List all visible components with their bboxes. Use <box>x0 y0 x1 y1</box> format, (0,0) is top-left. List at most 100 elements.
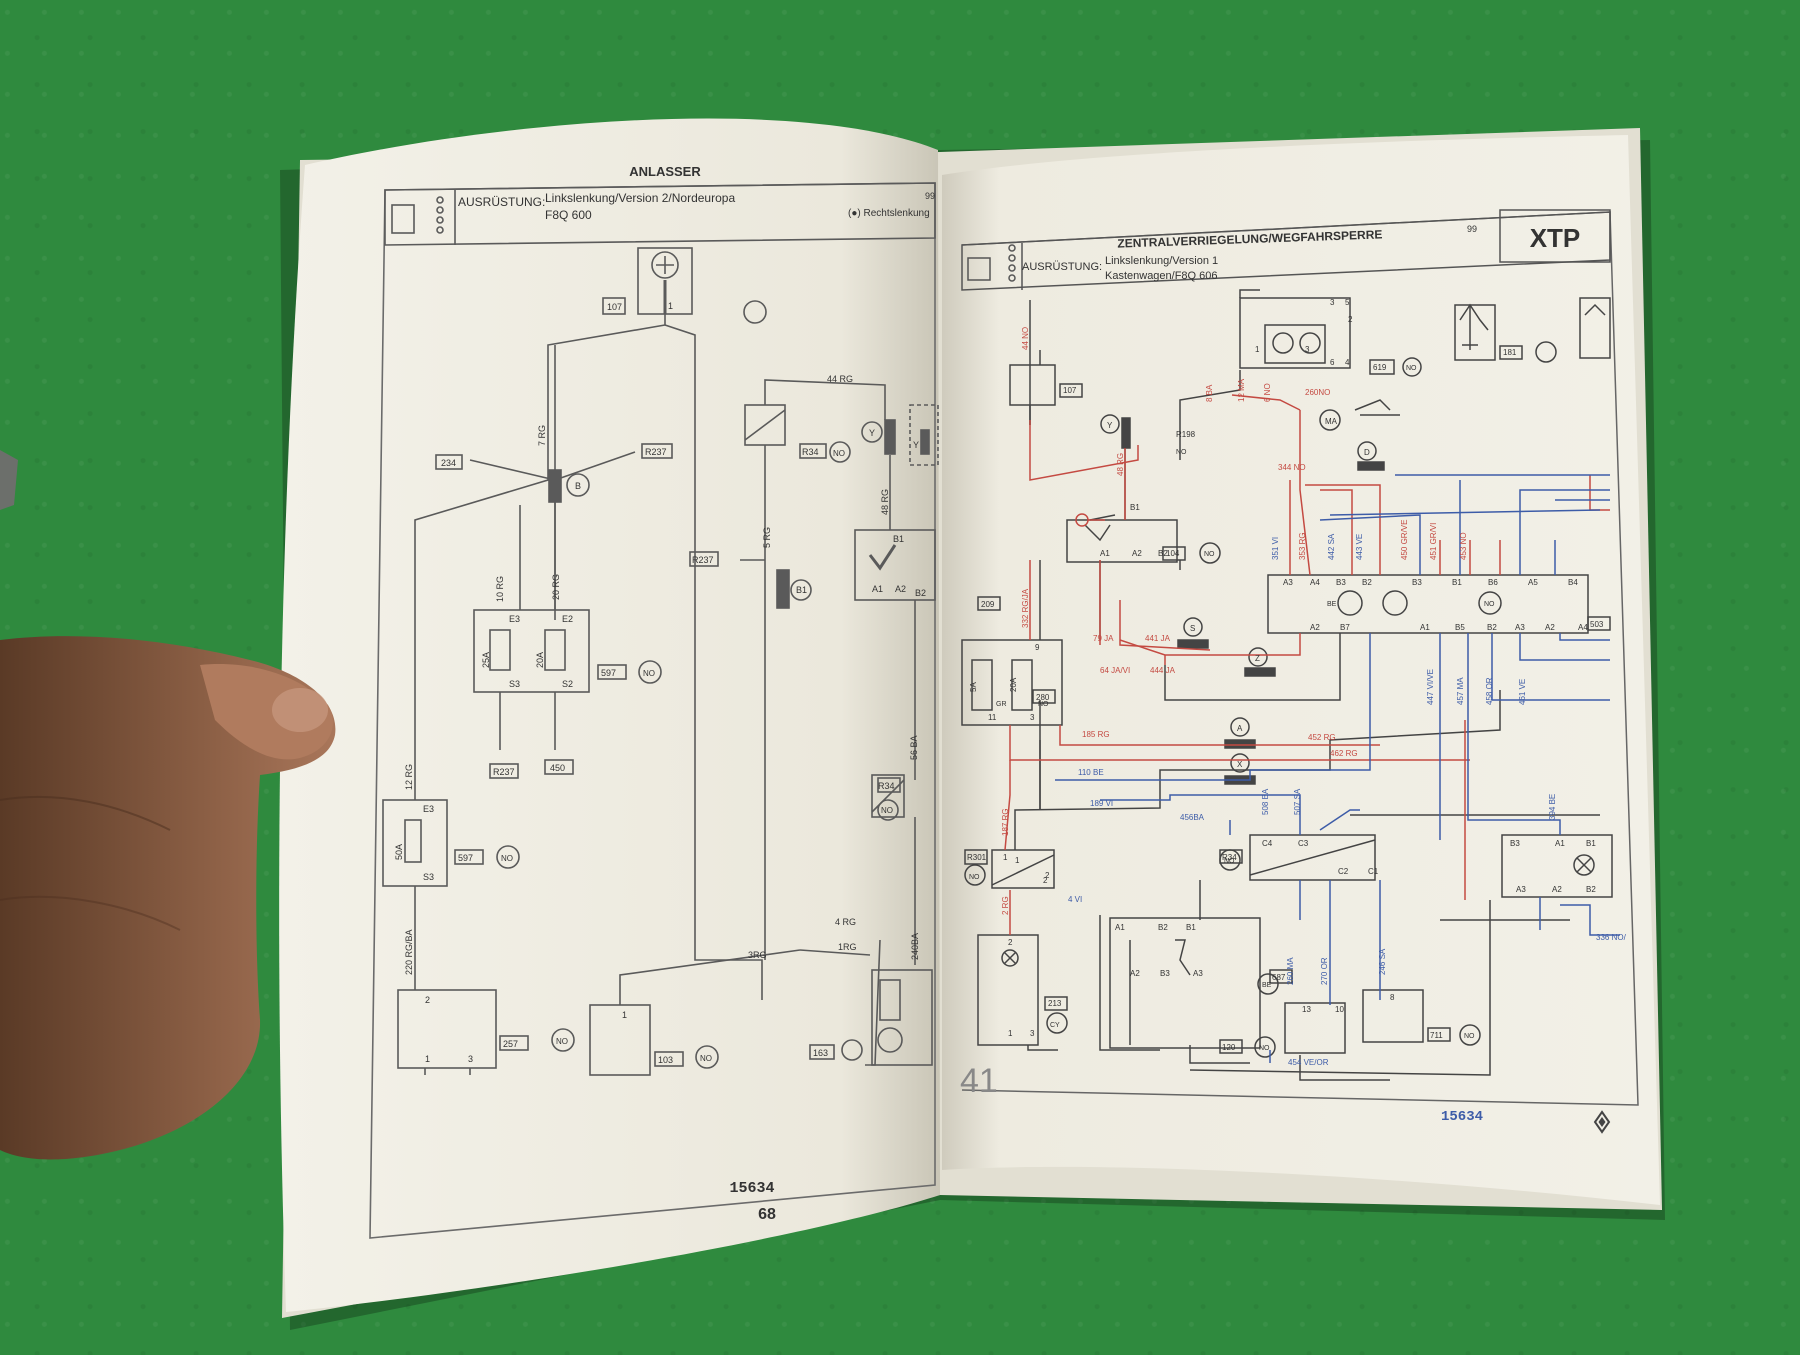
wire-458: 458 OR <box>1485 677 1494 705</box>
connector-y: Y <box>1107 421 1113 430</box>
label-gr: GR <box>996 701 1007 708</box>
wire-12rg: 12 RG <box>404 764 414 790</box>
pin-4: 4 <box>1345 358 1350 367</box>
label-r237-b: R237 <box>692 555 714 565</box>
label-ma: MA <box>1325 417 1338 426</box>
handwritten-page-number: 41 <box>960 1062 998 1100</box>
edge-object <box>0 450 18 510</box>
label-r301: R301 <box>967 853 987 862</box>
left-ausruestung-line1: Linkslenkung/Version 2/Nordeuropa <box>545 191 735 205</box>
pin-b2-c: B2 <box>1586 885 1596 894</box>
pin-b3-b: B3 <box>1412 578 1422 587</box>
fuse-s3-b: S3 <box>423 872 434 882</box>
pin-a2-c: A2 <box>1552 885 1562 894</box>
right-diagram: MA <box>961 209 1639 1106</box>
fuse-e3-b: E3 <box>423 804 434 814</box>
fuse-5a: 5A <box>969 682 978 692</box>
wire-344no: 344 NO <box>1278 463 1306 472</box>
pin-a1-c: A1 <box>1555 839 1565 848</box>
label-no-4: NO <box>1484 601 1495 608</box>
left-ausruestung-line2: F8Q 600 <box>545 208 592 222</box>
wire-336no: 336 NO/ <box>1596 933 1627 942</box>
left-doc-number: 15634 <box>729 1180 774 1197</box>
pin-3: 3 <box>468 1054 473 1064</box>
key-b1: B1 <box>1186 923 1196 932</box>
pin-1-c: 1 <box>668 301 673 311</box>
wire-462rg: 462 RG <box>1330 749 1358 758</box>
switch-a2: A2 <box>895 584 906 594</box>
pin-2-b: 2 <box>1008 938 1013 947</box>
wire-240ba: 240BA <box>910 933 920 960</box>
label-no-8: NO <box>1464 1033 1475 1040</box>
wire-44no: 44 NO <box>1021 327 1030 350</box>
fuse-20a: 20A <box>535 652 545 668</box>
wire-442: 442 SA <box>1327 533 1336 560</box>
wire-12ma: 12 MA <box>1237 378 1246 402</box>
wire-2rg: 2 RG <box>1001 896 1010 915</box>
switch-a2: A2 <box>1132 549 1142 558</box>
label-181: 181 <box>1503 348 1517 357</box>
pin-11: 11 <box>988 713 997 722</box>
label-711: 711 <box>1430 1031 1443 1040</box>
pin-b6: B6 <box>1488 578 1498 587</box>
left-diagram <box>369 182 939 1239</box>
fuse-s2: S2 <box>562 679 573 689</box>
pin-b1-c: B1 <box>1586 839 1596 848</box>
connector-a: A <box>1237 724 1243 733</box>
wire-48rg: 48 RG <box>1116 453 1125 476</box>
pin-2: 2 <box>425 995 430 1005</box>
wire-443: 443 VE <box>1355 534 1364 560</box>
right-doc-number: 15634 <box>1441 1109 1483 1125</box>
wire-508ba: 508 BA <box>1261 788 1270 815</box>
wire-56ba: 56 BA <box>909 735 919 760</box>
wire-10rg: 10 RG <box>495 576 505 602</box>
left-ausruestung-label: AUSRÜSTUNG: <box>458 195 545 209</box>
pin-1-b: 1 <box>622 1010 627 1020</box>
wire-447: 447 VI/VE <box>1426 669 1435 705</box>
wire-189vi: 189 VI <box>1090 799 1113 808</box>
label-213: 213 <box>1048 999 1062 1008</box>
right-page[interactable] <box>942 135 1660 1205</box>
pin-a3: A3 <box>1283 578 1293 587</box>
right-ausruestung-label: AUSRÜSTUNG: <box>1022 261 1102 273</box>
pin-a4-b: A4 <box>1578 623 1588 632</box>
pin-a4: A4 <box>1310 578 1320 587</box>
wire-20rg: 20 RG <box>551 574 561 600</box>
label-r237-a: R237 <box>645 447 667 457</box>
label-234: 234 <box>441 458 456 468</box>
pin-c3: C3 <box>1298 839 1309 848</box>
pin-b4: B4 <box>1568 578 1578 587</box>
label-no-5: NO <box>881 806 893 815</box>
pin-2-c: 2 <box>1045 871 1050 880</box>
wire-4rg: 4 RG <box>835 917 856 927</box>
pin-13: 13 <box>1302 1005 1311 1014</box>
wire-260ma: 260 MA <box>1286 957 1295 985</box>
wire-185rg: 185 RG <box>1082 730 1110 739</box>
wire-4vi: 4 VI <box>1068 895 1082 904</box>
pin-b5: B5 <box>1455 623 1465 632</box>
brand-logo-icon <box>1593 1110 1611 1134</box>
fuse-25a: 25A <box>481 652 491 668</box>
label-r237-c: R237 <box>493 767 515 777</box>
pin-a3-b: A3 <box>1515 623 1525 632</box>
left-text: ANLASSER AUSRÜSTUNG: Linkslenkung/Versio… <box>394 164 935 1223</box>
label-104: 104 <box>1166 549 1180 558</box>
wire-450: 450 GR/VE <box>1400 520 1409 560</box>
wire-1rg: 1RG <box>838 942 857 952</box>
pin-10: 10 <box>1335 1005 1344 1014</box>
switch-b2: B2 <box>1158 549 1168 558</box>
wire-79ja: 79 JA <box>1093 634 1114 643</box>
label-no-2: NO <box>1176 449 1187 456</box>
wire-452rg: 452 RG <box>1308 733 1336 742</box>
pin-3-d: 3 <box>1305 345 1310 354</box>
right-ausruestung-line2: Kastenwagen/F8Q 606 <box>1105 270 1218 282</box>
pin-9: 9 <box>1035 643 1040 652</box>
switch-b2: B2 <box>915 588 926 598</box>
label-209: 209 <box>981 600 995 609</box>
pin-b3-c: B3 <box>1510 839 1520 848</box>
fuse-20a: 20A <box>1009 677 1018 692</box>
wire-353: 353 RG <box>1298 532 1307 560</box>
label-no-2: NO <box>501 854 513 863</box>
pin-1: 1 <box>425 1054 430 1064</box>
right-corner-number: 99 <box>1467 224 1477 234</box>
